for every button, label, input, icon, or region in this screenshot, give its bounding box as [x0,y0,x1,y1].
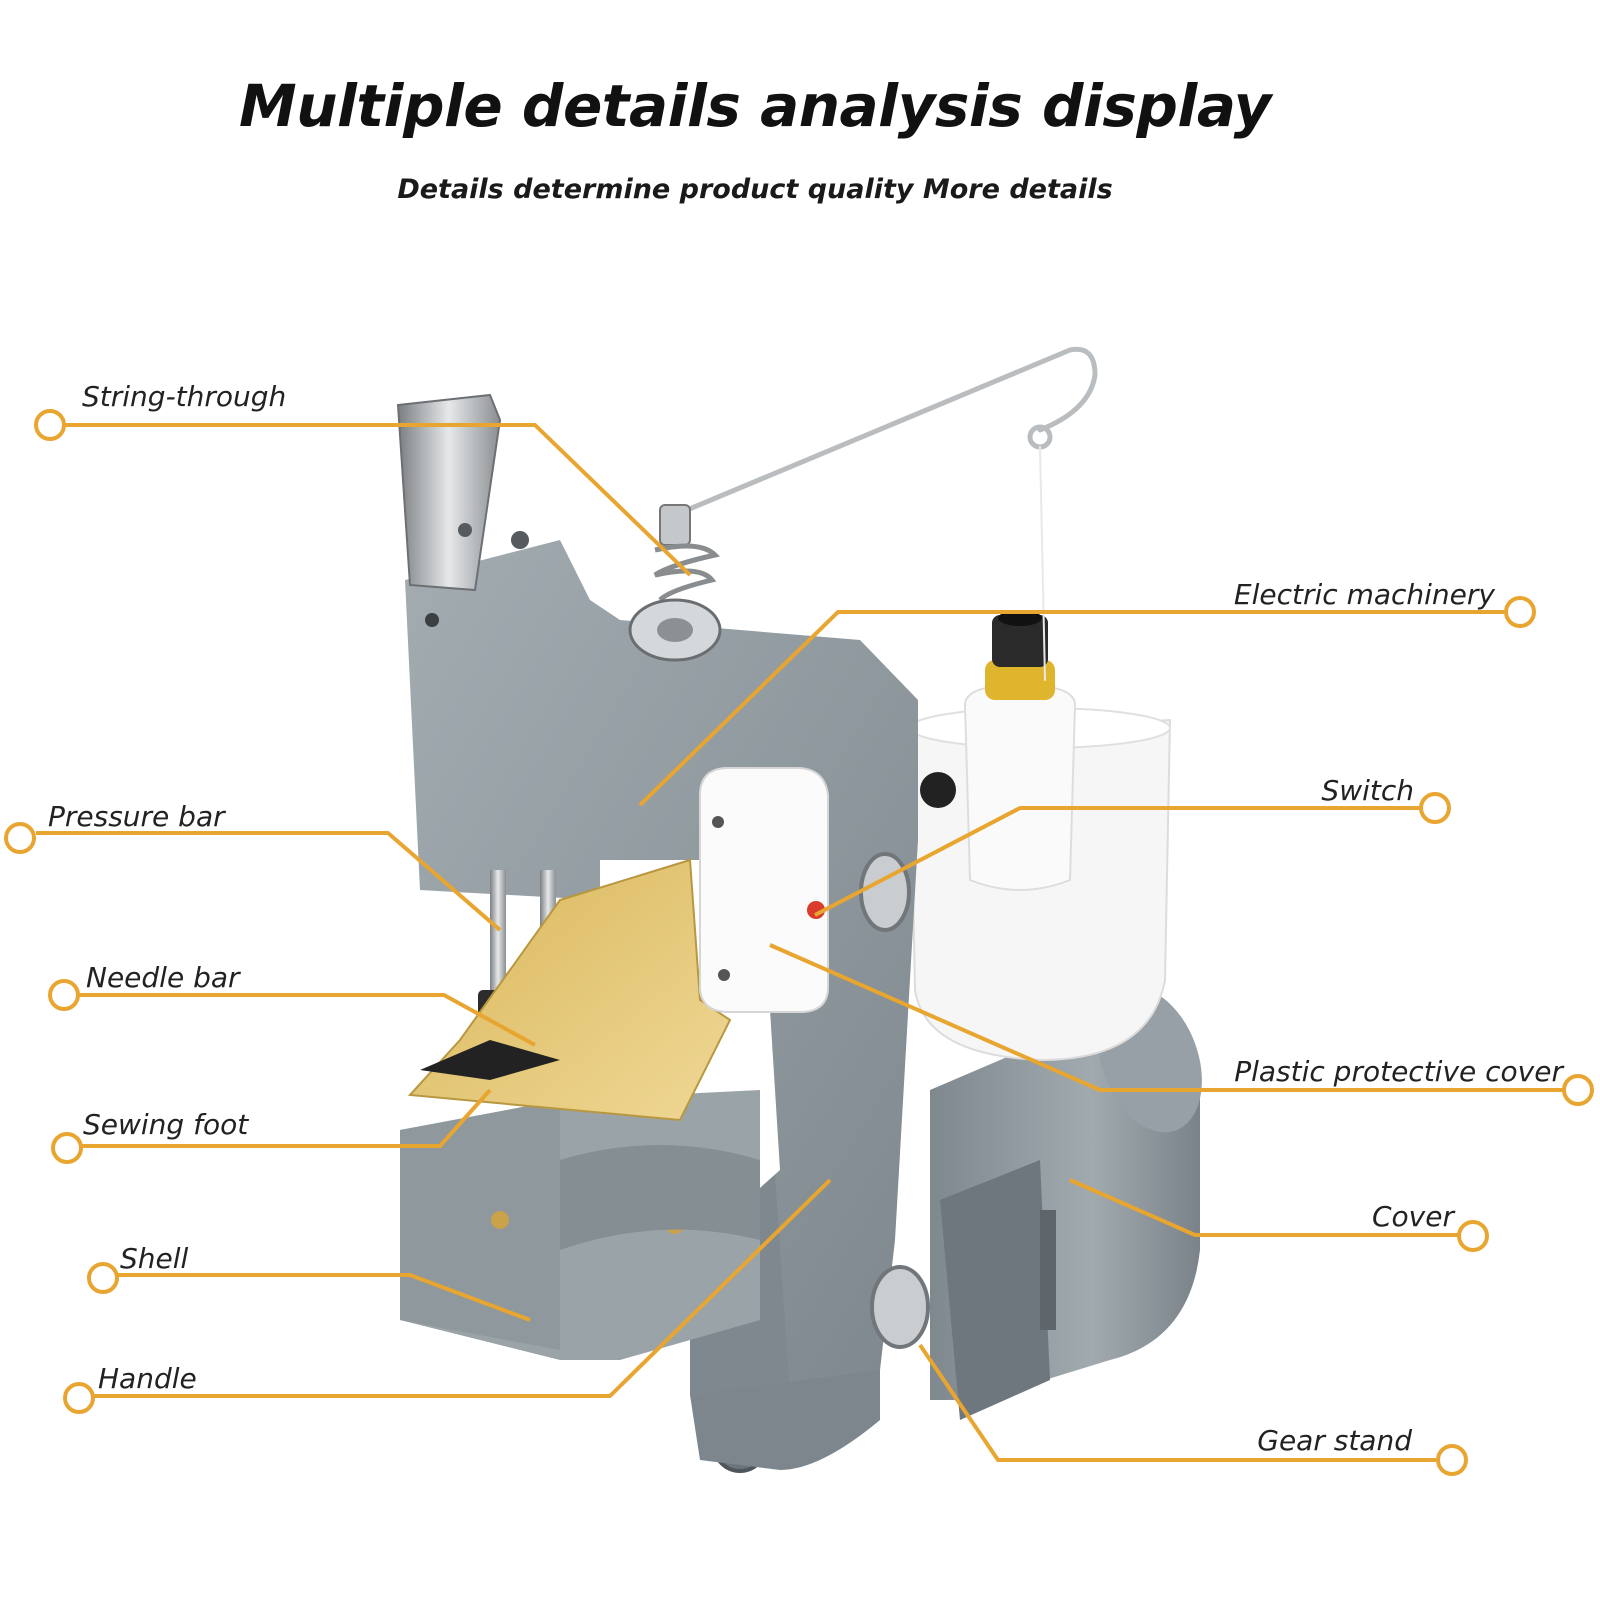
label-plastic-protective-cover: Plastic protective cover [1234,1055,1564,1088]
callout-line-needle-bar [78,993,536,1047]
callout-lines [36,423,1567,1462]
callout-dot-needle-bar [48,979,80,1011]
callout-line-plastic-cover [769,943,1567,1092]
label-gear-stand: Gear stand [1257,1424,1412,1457]
callout-line-handle [94,1178,832,1398]
callout-dot-switch [1419,792,1451,824]
thread-spool [963,610,1077,891]
callout-dot-string-through [34,409,66,441]
label-electric-machinery: Electric machinery [1234,578,1495,611]
callout-line-pressure-bar [36,831,502,932]
page-subtitle: Details determine product quality More d… [397,174,1113,205]
callout-line-sewing-foot [82,1088,492,1148]
callout-dot-pressure-bar [4,822,36,854]
label-string-through: String-through [82,380,286,413]
label-needle-bar: Needle bar [86,961,241,994]
fabric-plate [407,858,732,1122]
callout-line-switch [814,806,1420,917]
tension-assembly [628,504,722,662]
callout-dot-shell [87,1262,119,1294]
callout-line-gear-stand [918,1343,1436,1462]
sewing-machine-illustration [396,346,1202,1473]
callout-line-shell [116,1273,531,1322]
callout-dot-sewing-foot [51,1132,83,1164]
label-handle: Handle [98,1362,197,1395]
label-cover: Cover [1372,1200,1455,1233]
callout-dot-handle [63,1382,95,1414]
callout-dot-gear-stand [1436,1444,1468,1476]
callout-dot-plastic-cover [1562,1074,1594,1106]
callout-line-cover [1069,1178,1458,1237]
label-shell: Shell [120,1242,189,1275]
callout-dot-cover [1457,1220,1489,1252]
label-switch: Switch [1321,774,1414,807]
switch-box [699,767,956,1013]
motor-cover [930,987,1202,1420]
callout-line-electric-machinery [638,610,1504,807]
callout-dot-electric-machinery [1504,596,1536,628]
label-sewing-foot: Sewing foot [83,1108,249,1141]
callout-dots [4,409,1594,1476]
string-through-guide [396,393,529,592]
label-pressure-bar: Pressure bar [48,800,226,833]
callout-labels: String-through Pressure bar Needle bar S… [48,380,1564,1457]
page-title: Multiple details analysis display [239,72,1271,140]
thread-guide-wire [672,346,1098,681]
callout-line-string-through [64,423,692,577]
